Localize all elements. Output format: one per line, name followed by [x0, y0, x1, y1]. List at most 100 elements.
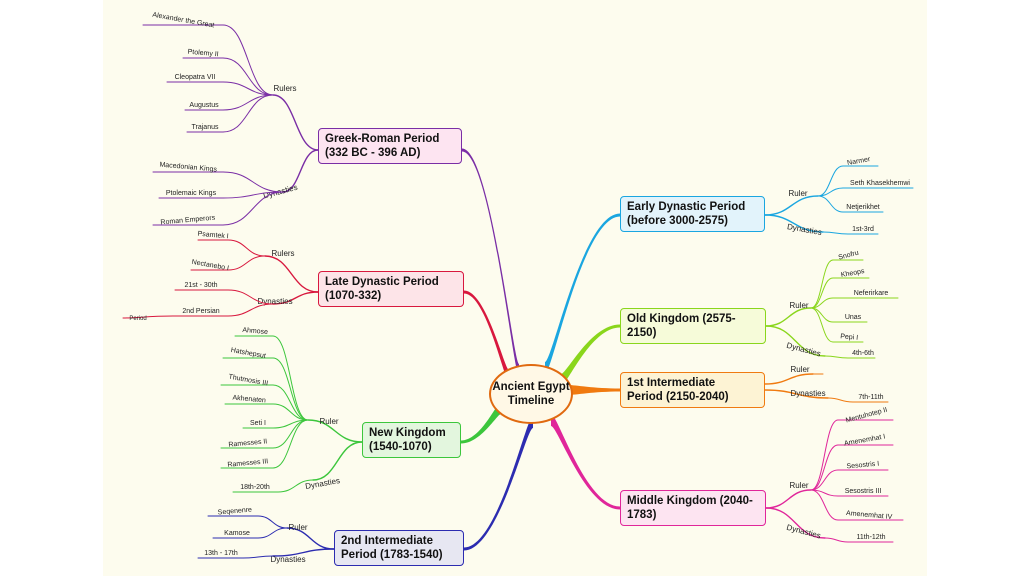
late_dynastic-dynasties-leaf-line — [227, 289, 274, 305]
old_kingdom-rulers-item[interactable]: Kheops — [840, 268, 865, 279]
old-kingdom-branch — [561, 324, 620, 386]
middle_kingdom-dynasties-leaf-line — [824, 537, 849, 543]
middle_kingdom-rulers-item[interactable]: Sesostris I — [846, 461, 879, 471]
first_intermediate-dynasties-branch — [764, 389, 829, 399]
old_kingdom-rulers-label[interactable]: Ruler — [789, 301, 808, 310]
early_dynastic-dynasties-item[interactable]: 1st-3rd — [852, 226, 874, 233]
new_kingdom-dynasties-leaf-line — [277, 479, 314, 493]
central-topic-line1: Ancient Egypt — [492, 381, 570, 393]
node-title-line2: 1783) — [627, 509, 657, 521]
new_kingdom-rulers-item[interactable]: Akhenaten — [232, 395, 266, 405]
first_intermediate-rulers-label[interactable]: Ruler — [790, 365, 809, 374]
early-dynastic-period-node[interactable]: Early Dynastic Period (before 3000-2575) — [620, 196, 765, 232]
old_kingdom-dynasties-label[interactable]: Dynasties — [786, 341, 822, 359]
node-title-line2: (before 3000-2575) — [627, 215, 728, 227]
middle_kingdom-dynasties-label[interactable]: Dynasties — [786, 523, 822, 541]
early_dynastic-rulers-branch — [764, 195, 819, 216]
old_kingdom-dynasties-item[interactable]: 4th-6th — [852, 350, 874, 357]
second-intermediate-period-node[interactable]: 2nd Intermediate Period (1783-1540) — [334, 530, 464, 566]
late-dynastic-branch — [464, 290, 509, 382]
greek_roman-dynasties-item[interactable]: Ptolemaic Kings — [166, 190, 217, 197]
new_kingdom-rulers-item[interactable]: Ramesses III — [227, 458, 268, 469]
greek_roman-rulers-leaf-line — [222, 57, 274, 96]
middle_kingdom-rulers-label[interactable]: Ruler — [789, 481, 808, 490]
middle_kingdom-rulers-item[interactable]: Amenemhat IV — [846, 510, 893, 521]
middle_kingdom-rulers-leaf-line — [810, 469, 839, 491]
first-intermediate-period-node[interactable]: 1st Intermediate Period (2150-2040) — [620, 372, 765, 408]
node-title-line1: Early Dynastic Period — [627, 201, 746, 213]
early_dynastic-rulers-item[interactable]: Seth Khasekhemwi — [850, 180, 910, 187]
early_dynastic-rulers-label[interactable]: Ruler — [788, 189, 807, 198]
greek-roman-branch — [462, 148, 519, 376]
new_kingdom-rulers-leaf-line — [272, 419, 309, 469]
middle-kingdom-node[interactable]: Middle Kingdom (2040- 1783) — [620, 490, 766, 526]
early_dynastic-rulers-leaf-line — [817, 165, 844, 197]
old_kingdom-rulers-item[interactable]: Pepi I — [840, 333, 858, 342]
early_dynastic-dynasties-label[interactable]: Dynasties — [786, 222, 822, 237]
first_intermediate-dynasties-label[interactable]: Dynasties — [790, 389, 825, 398]
late_dynastic-rulers-item[interactable]: Psamtek I — [197, 231, 229, 241]
new_kingdom-rulers-leaf-line — [272, 357, 309, 421]
greek_roman-rulers-item[interactable]: Ptolemy II — [187, 49, 219, 59]
second_intermediate-dynasties-label[interactable]: Dynasties — [270, 555, 305, 564]
node-title-line1: Middle Kingdom (2040- — [627, 495, 753, 507]
second_intermediate-rulers-label[interactable]: Ruler — [288, 523, 307, 532]
late_dynastic-rulers-branch — [264, 255, 319, 293]
early_dynastic-rulers-item[interactable]: Narmer — [847, 156, 872, 167]
node-title-line1: Greek-Roman Period — [325, 133, 440, 145]
greek_roman-rulers-item[interactable]: Augustus — [189, 102, 219, 109]
old_kingdom-rulers-leaf-line — [810, 259, 834, 309]
second_intermediate-rulers-item[interactable]: Seqenenre — [217, 507, 252, 517]
late_dynastic-dynasties-label[interactable]: Dynasties — [257, 297, 292, 306]
new_kingdom-dynasties-label[interactable]: Dynasties — [304, 476, 340, 491]
greek_roman-dynasties-leaf-line — [222, 191, 284, 226]
greek_roman-dynasties-item[interactable]: Roman Emperors — [160, 215, 216, 227]
new_kingdom-rulers-item[interactable]: Ramesses II — [228, 438, 267, 448]
middle_kingdom-dynasties-branch — [765, 507, 826, 539]
early_dynastic-dynasties-leaf-line — [822, 231, 849, 235]
greek_roman-rulers-leaf-line — [222, 94, 274, 111]
new-kingdom-node[interactable]: New Kingdom (1540-1070) — [362, 422, 461, 458]
greek_roman-dynasties-leaf-line — [222, 171, 284, 193]
old-kingdom-node[interactable]: Old Kingdom (2575- 2150) — [620, 308, 766, 344]
central-topic[interactable]: Ancient Egypt Timeline — [489, 364, 573, 424]
greek_roman-dynasties-leaf-line — [222, 191, 284, 199]
second_intermediate-rulers-leaf-line — [257, 527, 288, 539]
second_intermediate-dynasties-branch — [272, 548, 335, 557]
old_kingdom-rulers-item[interactable]: Unas — [845, 314, 862, 321]
greek_roman-rulers-item[interactable]: Alexander the Great — [152, 12, 215, 30]
late-dynastic-period-node[interactable]: Late Dynastic Period (1070-332) — [318, 271, 464, 307]
greek-roman-period-node[interactable]: Greek-Roman Period (332 BC - 396 AD) — [318, 128, 462, 164]
central-topic-line2: Timeline — [507, 395, 555, 407]
new_kingdom-rulers-item[interactable]: Ahmose — [242, 327, 268, 336]
node-title-line2: (332 BC - 396 AD) — [325, 147, 421, 159]
second_intermediate-rulers-item[interactable]: Kamose — [224, 530, 250, 537]
first_intermediate-dynasties-item[interactable]: 7th-11th — [858, 394, 883, 401]
old_kingdom-rulers-branch — [765, 307, 812, 327]
late-dynastic-extra[interactable]: Period — [129, 316, 146, 322]
first_intermediate-rulers-branch — [764, 373, 814, 385]
greek_roman-rulers-leaf-line — [222, 24, 274, 96]
old_kingdom-rulers-item[interactable]: Neferirkare — [854, 290, 889, 297]
new_kingdom-rulers-leaf-line — [272, 384, 309, 421]
early_dynastic-rulers-leaf-line — [817, 187, 844, 197]
late_dynastic-rulers-label[interactable]: Rulers — [271, 249, 294, 258]
old_kingdom-rulers-leaf-line — [810, 297, 834, 309]
new_kingdom-rulers-label[interactable]: Ruler — [319, 417, 338, 426]
new_kingdom-rulers-item[interactable]: Seti I — [250, 420, 266, 427]
middle_kingdom-rulers-item[interactable]: Mentuhotep II — [845, 407, 888, 425]
middle_kingdom-dynasties-item[interactable]: 11th-12th — [856, 534, 885, 541]
greek_roman-rulers-item[interactable]: Trajanus — [192, 124, 219, 131]
node-title-line1: 2nd Intermediate — [341, 535, 434, 547]
greek_roman-rulers-item[interactable]: Cleopatra VII — [175, 74, 216, 81]
early_dynastic-rulers-item[interactable]: Netjerikhet — [846, 204, 880, 211]
middle_kingdom-rulers-item[interactable]: Sesostris III — [845, 488, 882, 495]
late_dynastic-dynasties-item[interactable]: 2nd Persian — [182, 308, 219, 315]
new_kingdom-rulers-leaf-line — [272, 335, 309, 421]
node-title-line2: Period (2150-2040) — [627, 391, 729, 403]
second_intermediate-dynasties-item[interactable]: 13th - 17th — [204, 550, 238, 557]
middle-kingdom-branch — [551, 414, 620, 510]
new_kingdom-dynasties-item[interactable]: 18th-20th — [240, 484, 270, 491]
late_dynastic-dynasties-item[interactable]: 21st - 30th — [184, 282, 217, 289]
greek_roman-rulers-label[interactable]: Rulers — [273, 84, 296, 93]
